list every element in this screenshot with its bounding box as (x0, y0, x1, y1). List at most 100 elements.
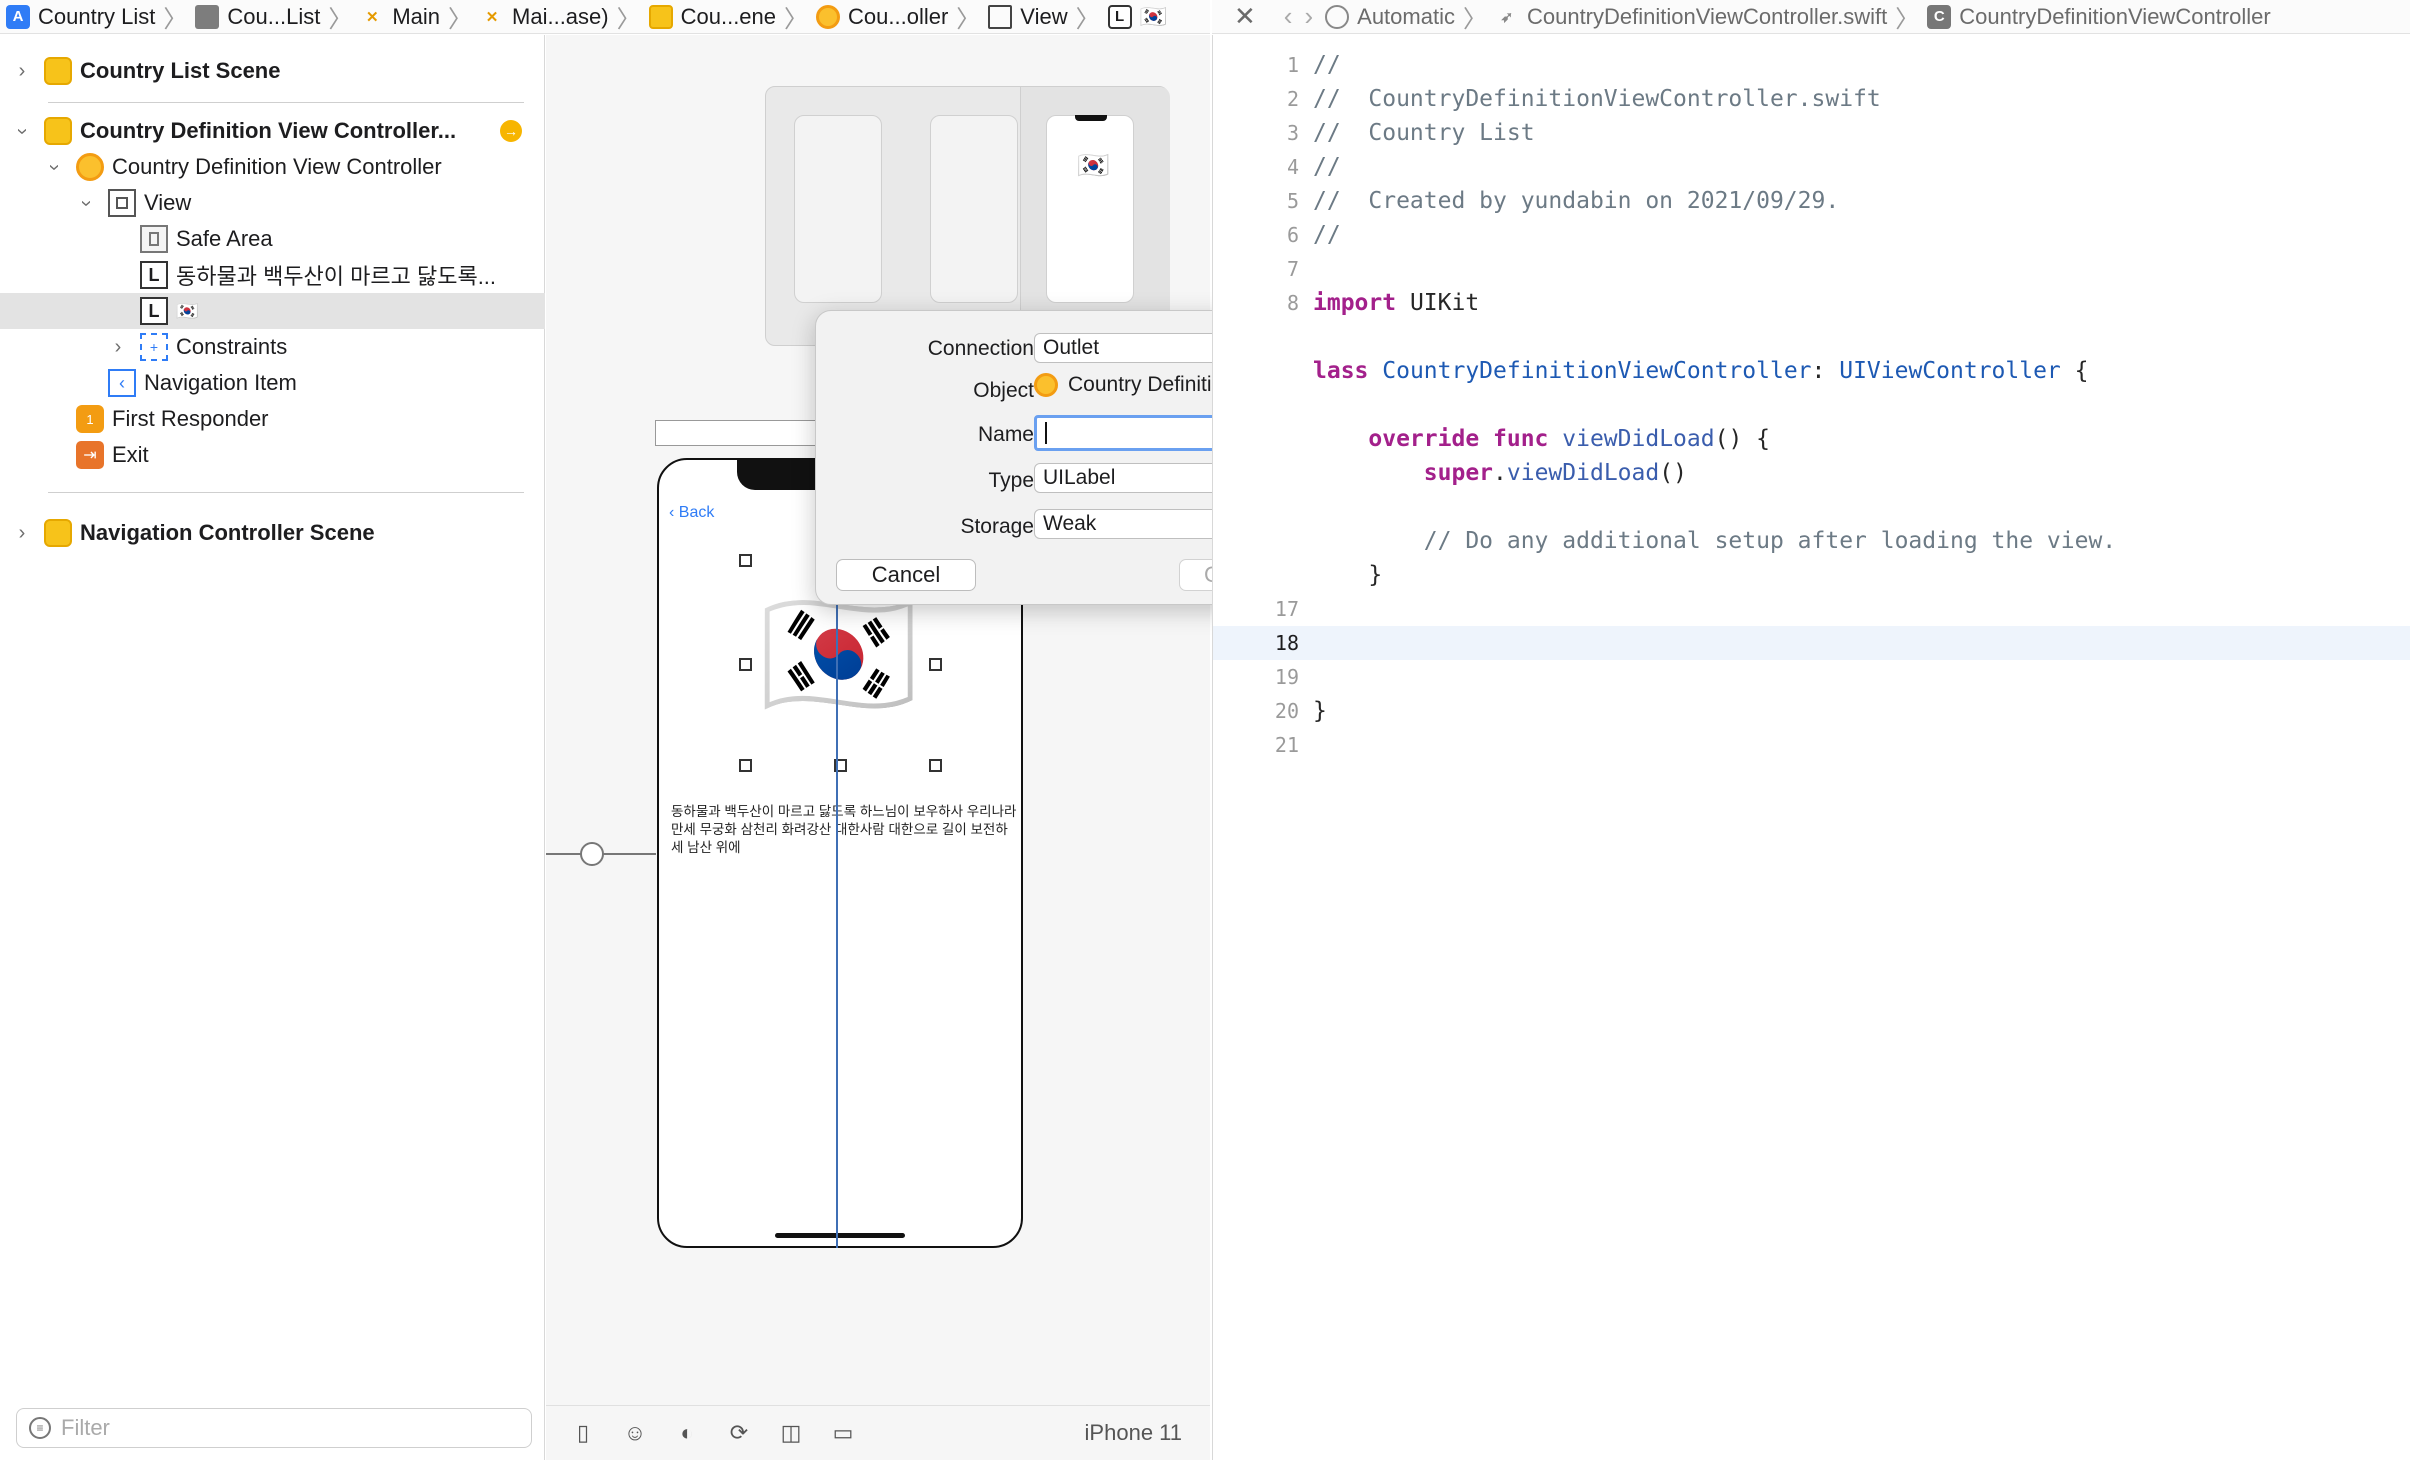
arrow-badge-icon[interactable]: → (500, 120, 522, 142)
crumb-automatic[interactable]: Automatic (1319, 4, 1461, 30)
code-text: // Country List (1313, 120, 1535, 146)
resize-handle[interactable] (739, 759, 752, 772)
flag-label[interactable]: 🇰🇷 (759, 591, 919, 719)
storyboard-icon: ✕ (366, 8, 379, 26)
crumb-label: Cou...List (227, 3, 321, 29)
outline-item-view[interactable]: › View (0, 185, 545, 221)
crumb-controller[interactable]: Cou...oller (810, 4, 954, 30)
scene-icon (44, 117, 72, 145)
code-text: super.viewDidLoad() (1423, 460, 1687, 486)
chevron-right-icon: 〉 (784, 6, 809, 33)
resize-handle[interactable] (929, 658, 942, 671)
code-text: } (1313, 698, 1327, 724)
crumb-swift-file[interactable]: ➶ CountryDefinitionViewController.swift (1489, 4, 1893, 30)
outline-item-navigation-item[interactable]: ‹ Navigation Item (0, 365, 545, 401)
crumb-scene[interactable]: Cou...ene (643, 4, 782, 30)
chevron-right-icon: 〉 (616, 6, 641, 33)
device-icon[interactable]: ▭ (832, 1420, 854, 1445)
outline-item-view-controller[interactable]: › Country Definition View Controller (0, 149, 545, 185)
chevron-down-icon[interactable]: › (11, 127, 34, 135)
outline-label: Country Definition View Controller... (80, 118, 457, 143)
chevron-right-icon[interactable]: › (1304, 1, 1314, 31)
scene-icon (44, 57, 72, 85)
code-text: import UIKit (1313, 290, 1480, 316)
appearance-icon[interactable]: ◐ (680, 1420, 694, 1445)
outline-filter-field[interactable]: ≡ Filter (16, 1408, 532, 1448)
anthem-label[interactable]: 동하물과 백두산이 마르고 닳도록 하느님이 보우하사 우리나라만세 무궁화 삼… (671, 804, 1017, 855)
outline-item-flag-label[interactable]: L 🇰🇷 (0, 293, 545, 329)
chevron-right-icon[interactable]: › (18, 59, 26, 82)
object-label: Object (973, 379, 1034, 402)
outline-item-constraints[interactable]: › + Constraints (0, 329, 545, 365)
crumb-view[interactable]: View (982, 4, 1073, 30)
crumb-label: Mai...ase) (512, 3, 609, 29)
line-number: 5 (1286, 189, 1299, 213)
crumb-storyboard[interactable]: ✕ Main (354, 4, 446, 30)
outline-label: View (144, 190, 192, 215)
chevron-right-icon[interactable]: › (114, 335, 122, 358)
outline-item-first-responder[interactable]: 1 First Responder (0, 401, 545, 437)
crumb-folder[interactable]: Cou...List (189, 4, 326, 30)
first-responder-icon: 1 (76, 405, 104, 433)
canvas-bottom-bar: ▯ ☺ ◐ ⟳ ◫ ▭ iPhone 11 (546, 1405, 1210, 1460)
outline-label: Country List Scene (80, 58, 281, 83)
code-line: 20} (1213, 694, 2410, 728)
resize-handle[interactable] (739, 554, 752, 567)
outline-item-navigation-controller-scene[interactable]: › Navigation Controller Scene (0, 515, 545, 551)
chevron-down-icon[interactable]: › (43, 163, 66, 171)
resize-handle[interactable] (929, 759, 942, 772)
resize-handle[interactable] (739, 658, 752, 671)
code-line: 7 (1213, 252, 2410, 286)
code-line: 2 // CountryDefinitionViewController.swif… (1213, 82, 2410, 116)
code-text: // Do any additional setup after loading… (1313, 528, 2117, 554)
outline-label: 🇰🇷 (176, 300, 199, 321)
outline-item-exit[interactable]: ⇥ Exit (0, 437, 545, 473)
code-line: 19 (1213, 660, 2410, 694)
name-label: Name (977, 423, 1034, 446)
chevron-right-icon: 〉 (328, 6, 353, 33)
crumb-label-item[interactable]: L 🇰🇷 (1102, 4, 1173, 30)
back-button[interactable]: ‹ Back (669, 504, 715, 521)
link-rings-icon (1325, 4, 1350, 29)
code-text: // (1313, 52, 1341, 78)
home-indicator (775, 1233, 905, 1238)
chevron-down-icon[interactable]: › (75, 199, 98, 207)
code-line: 1// (1213, 48, 2410, 82)
assistant-code-editor[interactable]: 1// 2 // CountryDefinitionViewController.… (1212, 35, 2410, 1460)
chevron-right-icon: 〉 (1075, 6, 1100, 33)
accessibility-icon[interactable]: ☺ (623, 1420, 647, 1445)
chevron-right-icon[interactable]: › (18, 521, 26, 544)
line-number: 21 (1274, 733, 1299, 757)
code-text: // CountryDefinitionViewController.swift (1313, 86, 1881, 112)
outline-label: Country Definition View Controller (112, 154, 442, 179)
line-number: 4 (1286, 155, 1299, 179)
text-cursor (1045, 422, 1047, 444)
constraints-icon: + (140, 333, 168, 361)
crumb-class[interactable]: C CountryDefinitionViewController (1921, 4, 2276, 30)
outline-label: First Responder (112, 406, 269, 431)
crumb-storyboard-base[interactable]: ✕ Mai...ase) (474, 4, 615, 30)
orientation-icon[interactable]: ⟳ (729, 1420, 749, 1445)
sidebar-toggle-icon[interactable]: ▯ (576, 1420, 590, 1445)
scene-preview-popover: 🇰🇷 (765, 86, 1170, 346)
segue-icon[interactable] (580, 842, 604, 866)
outline-item-anthem-label[interactable]: L 동하물과 백두산이 마르고 닳도록... (0, 257, 545, 293)
chevron-left-icon[interactable]: ‹ (1283, 1, 1293, 31)
crumb-project[interactable]: A Country List (0, 4, 161, 30)
outline-item-safe-area[interactable]: Safe Area (0, 221, 545, 257)
device-selector[interactable]: iPhone 11 (1084, 1420, 1182, 1445)
outline-divider (48, 102, 524, 103)
view-controller-icon (816, 4, 841, 29)
navigation-item-icon: ‹ (108, 369, 136, 397)
cancel-button[interactable]: Cancel (836, 559, 976, 591)
line-number: 2 (1286, 87, 1299, 111)
outline-item-country-definition-scene[interactable]: › Country Definition View Controller... … (0, 113, 545, 149)
label-icon: L (140, 297, 168, 325)
outline-divider (48, 492, 524, 493)
view-icon (988, 4, 1013, 29)
exit-icon: ⇥ (76, 441, 104, 469)
close-icon[interactable]: ✕ (1234, 1, 1256, 31)
layout-icon[interactable]: ◫ (780, 1420, 802, 1445)
outline-item-country-list-scene[interactable]: › Country List Scene (0, 53, 545, 89)
